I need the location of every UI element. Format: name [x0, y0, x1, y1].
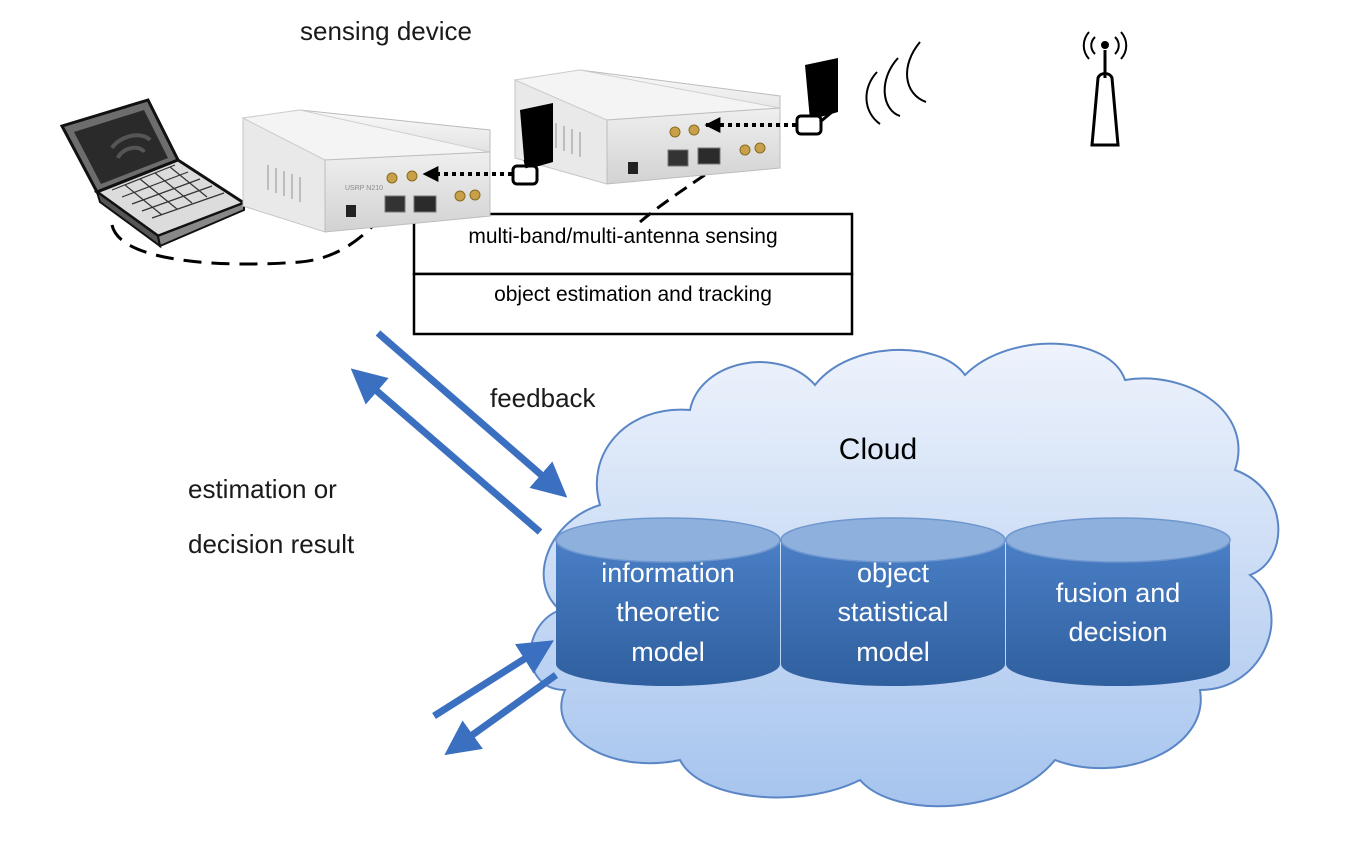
feedback-label: feedback	[490, 383, 597, 413]
lower-out-arrow	[444, 672, 559, 756]
module-text-line: information	[601, 558, 735, 588]
module-text-line: fusion and	[1056, 578, 1181, 608]
database-cylinder-icon	[556, 540, 780, 686]
database-cylinder-icon	[1006, 540, 1230, 686]
antenna-icon	[795, 58, 838, 136]
antenna-icon	[511, 103, 553, 186]
usrp-device-icon: USRP N210	[241, 109, 491, 233]
access-point-icon	[1082, 31, 1128, 147]
laptop-icon	[59, 98, 248, 249]
module-text-line: object	[857, 558, 930, 588]
module-text-line: decision	[1068, 617, 1167, 647]
module-text-line: statistical	[837, 597, 948, 627]
estimation-label-line2: decision result	[188, 529, 355, 559]
result-arrow	[350, 368, 543, 535]
sensing-device-label: sensing device	[300, 16, 472, 46]
estimation-label-line1: estimation or	[188, 474, 337, 504]
device-cable	[639, 168, 713, 224]
module-text-line: model	[856, 637, 930, 667]
cloud-module-fusion-decision: fusion and decision	[1005, 517, 1231, 686]
flow-arrows	[350, 330, 568, 756]
feedback-arrow	[375, 330, 568, 498]
usrp-device-icon	[513, 69, 781, 185]
database-cylinder-icon	[781, 540, 1005, 686]
cloud-module-object-statistical: object statistical model	[780, 517, 1006, 686]
processing-box: multi-band/multi-antenna sensing object …	[412, 212, 854, 336]
wireless-signal-icon	[865, 41, 927, 125]
processing-row-sensing: multi-band/multi-antenna sensing	[468, 225, 777, 248]
cloud-module-information-theoretic: information theoretic model	[555, 517, 781, 686]
lower-in-arrow	[432, 640, 554, 719]
module-text-line: model	[631, 637, 705, 667]
cloud-modules: information theoretic model object stati…	[555, 517, 1231, 686]
module-text-line: theoretic	[616, 597, 720, 627]
laptop-cable	[110, 199, 397, 266]
device-model-label: USRP N210	[345, 185, 383, 192]
cloud-title: Cloud	[839, 433, 917, 466]
processing-row-tracking: object estimation and tracking	[494, 283, 772, 306]
